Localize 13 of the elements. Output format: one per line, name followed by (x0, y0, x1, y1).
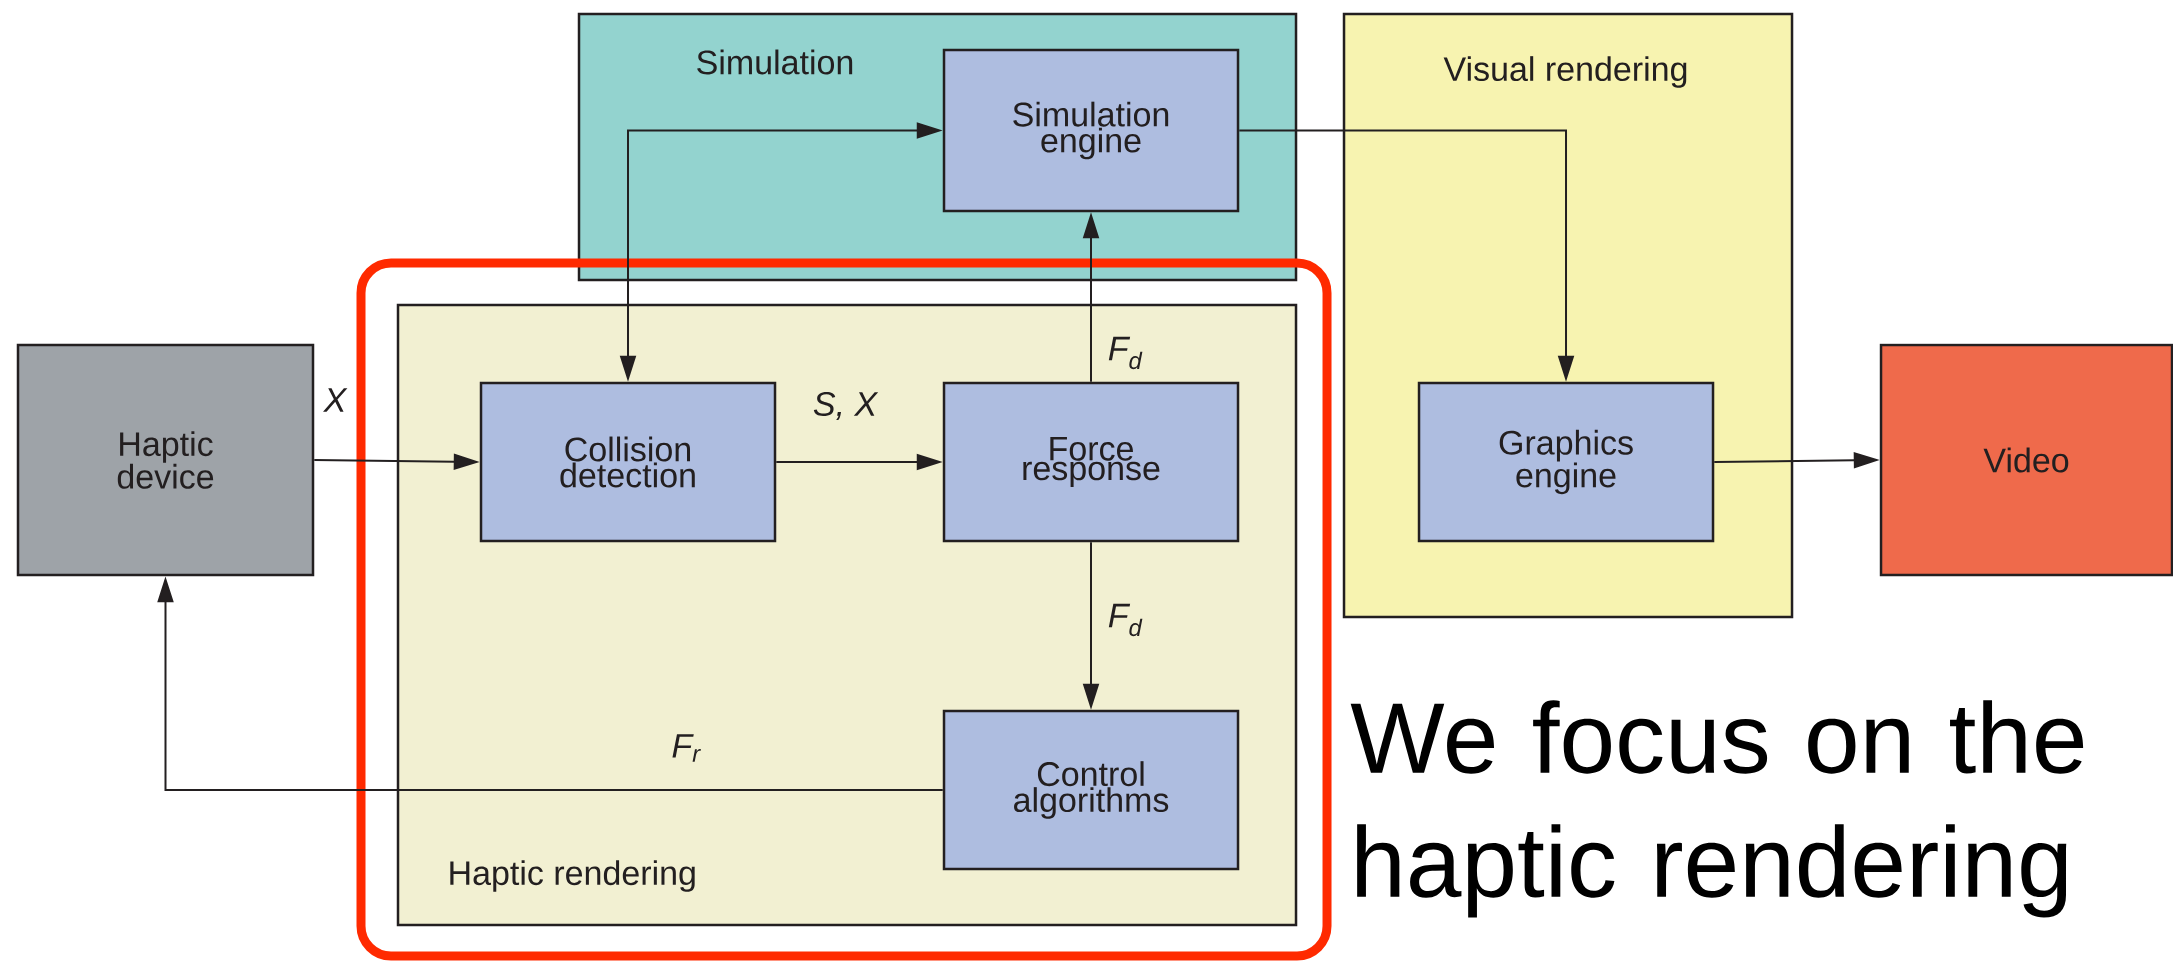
edge-label: X (323, 388, 348, 412)
edge-label: F$_{r}$ (672, 734, 701, 762)
process-box: Collision detection (479, 381, 777, 543)
process-box: Haptic device (16, 343, 315, 577)
process-box: Simulation engine (942, 48, 1240, 213)
edge-label: F$_{d}$ (1108, 336, 1143, 370)
process-box: Video (1879, 343, 2173, 577)
process-box: Control algorithms (942, 709, 1240, 871)
headline-text: We focus on the haptic rendering (1350, 700, 2084, 918)
edge-label: S, X (813, 391, 879, 421)
process-box: Force response (942, 381, 1240, 543)
process-box: Graphics engine (1417, 381, 1715, 543)
edge-label: F$_{d}$ (1108, 603, 1143, 637)
